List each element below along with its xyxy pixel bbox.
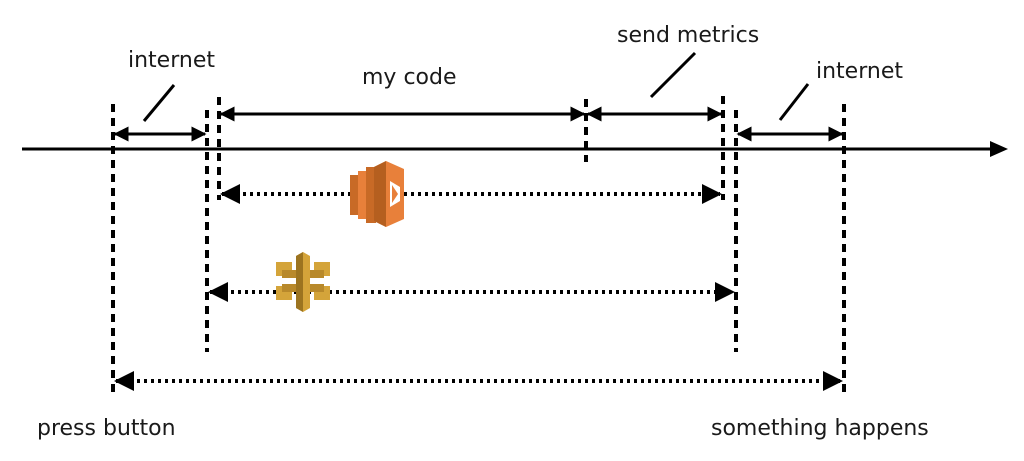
label-something-happens: something happens — [711, 416, 929, 441]
label-send-metrics: send metrics — [617, 23, 759, 48]
internet-left-leader — [142, 84, 176, 122]
label-internet-left: internet — [128, 48, 215, 73]
label-my-code: my code — [362, 65, 457, 90]
send-metrics-leader — [649, 51, 697, 99]
timeline-arrowhead — [990, 141, 1008, 157]
internet-right-leader — [778, 83, 810, 121]
aws-lambda-icon — [350, 161, 404, 227]
label-internet-right: internet — [816, 59, 903, 84]
aws-api-gateway-icon — [276, 252, 330, 312]
label-press-button: press button — [37, 416, 176, 441]
